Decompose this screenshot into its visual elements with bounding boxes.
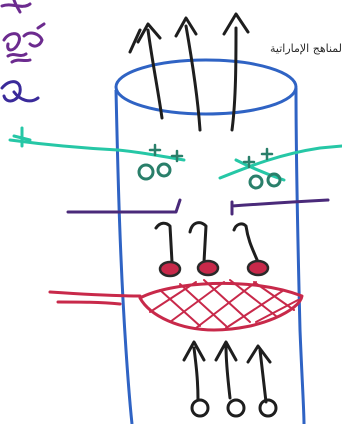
- upper-left-plate-tip: [12, 126, 32, 148]
- flag-2: [188, 221, 208, 264]
- handwriting-stroke-4: [0, 80, 40, 103]
- middle-plates: [66, 198, 330, 216]
- ion-ring-3: [246, 259, 270, 277]
- cylinder-left-wall: [114, 89, 134, 424]
- in-ion-3: [258, 398, 278, 418]
- middle-right-plate: [230, 198, 330, 216]
- middle-left-plate: [66, 198, 182, 214]
- cylinder-right-wall: [294, 87, 306, 424]
- in-arrow-3: [246, 344, 272, 404]
- flag-3: [232, 222, 260, 264]
- grid-plate: [48, 279, 304, 332]
- flagged-ions: [154, 221, 270, 278]
- ion-ring-1: [158, 260, 182, 278]
- handwriting-stroke-1: [0, 0, 32, 14]
- ion-upper-left-2: [156, 162, 172, 178]
- ion-upper-left-plus-1: [148, 143, 162, 157]
- out-arrow-2: [174, 16, 202, 132]
- in-arrow-2: [214, 340, 238, 400]
- flag-1: [154, 221, 174, 264]
- cylinder: [114, 58, 306, 424]
- handwritten-annotation: [0, 0, 46, 103]
- cylinder-top-ellipse: [114, 58, 298, 116]
- upper-ions: [137, 143, 282, 190]
- grid-feed-line: [48, 290, 142, 298]
- ion-upper-right-1: [248, 174, 264, 190]
- grid-hatch: [149, 279, 299, 329]
- out-arrow-3: [222, 12, 250, 132]
- handwriting-stroke-3: [6, 52, 32, 64]
- in-arrow-1: [182, 340, 206, 402]
- ion-upper-right-plus-1: [242, 155, 256, 169]
- upper-right-plate: [218, 144, 342, 180]
- out-arrow-1: [136, 22, 164, 120]
- watermark-text: لمناهج الإماراتية: [270, 42, 342, 55]
- upper-left-plate: [8, 138, 186, 162]
- ion-upper-right-plus-2: [260, 147, 274, 161]
- ion-upper-left-1: [137, 163, 155, 181]
- incoming-arrows: [182, 340, 278, 418]
- grid-outline: [138, 281, 304, 332]
- in-ion-1: [190, 398, 210, 418]
- handwriting-stroke-2: [2, 22, 46, 52]
- out-arrow-4: [128, 28, 142, 54]
- ion-upper-left-plus-2: [170, 149, 184, 163]
- in-ion-2: [226, 398, 246, 418]
- ion-upper-right-2: [266, 172, 282, 188]
- ion-ring-2: [196, 259, 220, 277]
- grid-feed-line-2: [56, 300, 122, 306]
- outgoing-arrows: [128, 12, 250, 132]
